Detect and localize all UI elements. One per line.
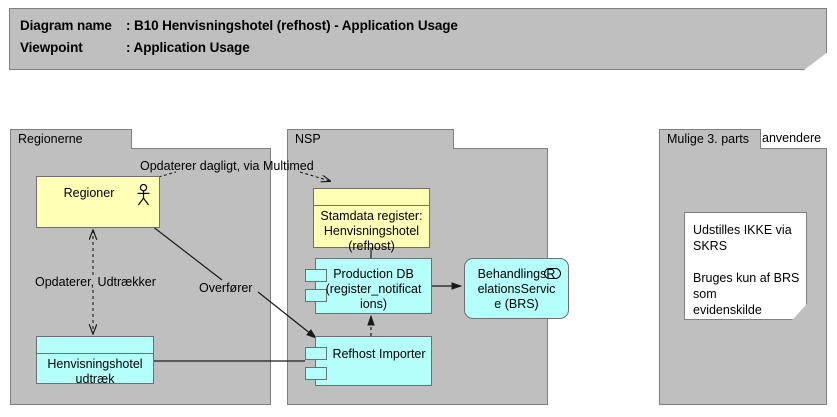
connector-label-overfoerer: Overfører [197,281,255,295]
node-production-db[interactable]: Production DB (register_notificat ions) [305,258,432,314]
node-header-band [314,189,429,206]
actor-icon [137,184,150,206]
node-behandlingsrelationsservice-label: BehandlingsR elationsServic e (BRS) [477,267,556,311]
component-port-icon [305,367,327,380]
node-header-band [37,337,153,354]
group-third-party-tab-overflow: anvendere [762,131,822,145]
component-port-icon [305,269,327,282]
node-refhost-importer-label: Refhost Importer [332,347,426,361]
diagram-title-banner: Diagram name : B10 Henvisningshotel (refh… [9,8,827,70]
node-regioner[interactable]: Regioner [36,176,160,228]
diagram-name-label: Diagram name [20,18,112,33]
node-regioner-label: Regioner [63,186,115,200]
viewpoint-line: Viewpoint : Application Usage [20,40,250,55]
oval-icon [544,268,561,279]
note-skrs-text: Udstilles IKKE via SKRS Bruges kun af BR… [693,223,800,320]
viewpoint-value: : Application Usage [126,40,250,55]
node-refhost-importer[interactable]: Refhost Importer [305,336,432,386]
group-nsp-tab: NSP [287,129,454,149]
connector-label-opdaterer-dagligt: Opdaterer dagligt, via Multimed [140,159,314,173]
viewpoint-label: Viewpoint [20,40,83,55]
node-production-db-label: Production DB (register_notificat ions) [325,267,422,311]
group-regionerne-tab: Regionerne [10,129,132,149]
node-stamdata-register-label: Stamdata register: Henvisningshotel (ref… [320,209,423,253]
group-third-party-tab: Mulige 3. parts [659,129,761,149]
component-port-icon [305,347,327,360]
diagram-name-line: Diagram name : B10 Henvisningshotel (refh… [20,18,458,33]
node-stamdata-register[interactable]: Stamdata register: Henvisningshotel (ref… [313,188,430,253]
note-skrs[interactable]: Udstilles IKKE via SKRS Bruges kun af BR… [684,212,807,320]
node-behandlingsrelationsservice[interactable]: BehandlingsR elationsServic e (BRS) [464,258,569,319]
diagram-name-value: : B10 Henvisningshotel (refhost) - Appli… [126,18,458,33]
connector-label-opdaterer-udtraekker: Opdaterer, Udtrækker [33,275,158,289]
node-henvisningshotel-udtraek[interactable]: Henvisningshotel udtræk [36,336,154,386]
component-port-icon [305,289,327,302]
node-henvisningshotel-udtraek-label: Henvisningshotel udtræk [47,357,143,386]
